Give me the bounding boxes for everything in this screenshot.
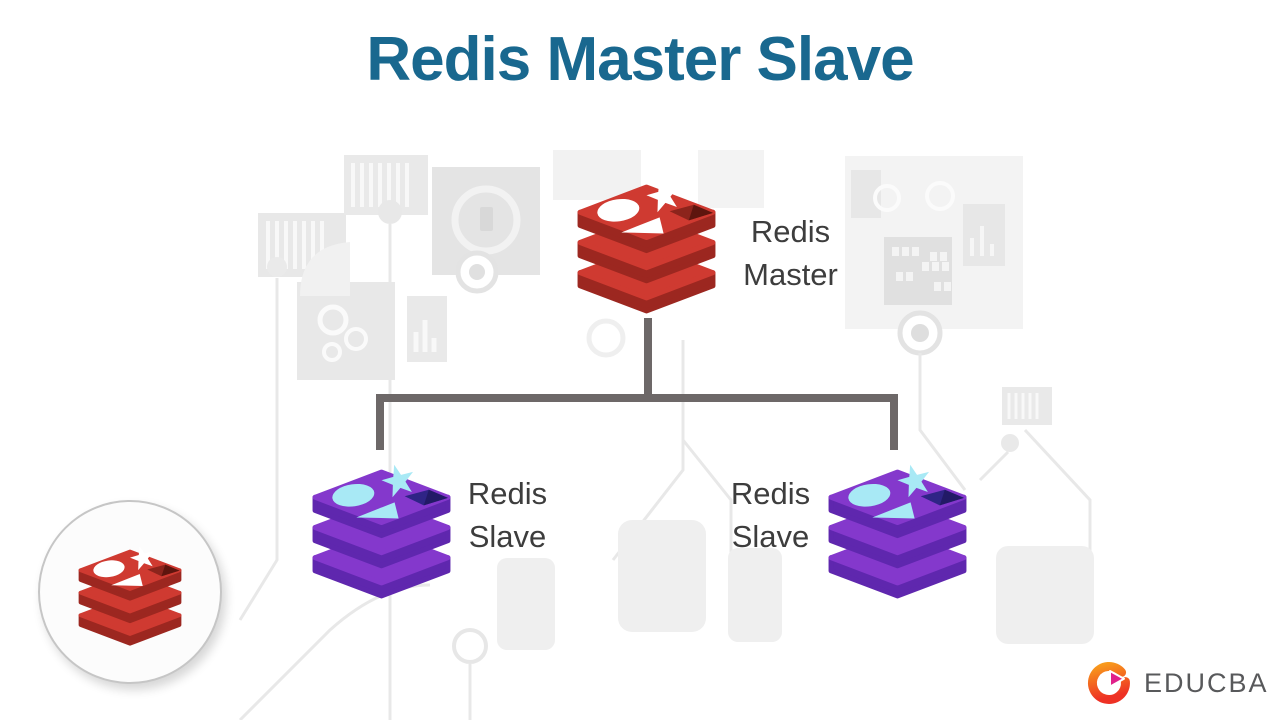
- redis-slave-left-label-line1: Redis: [467, 476, 548, 511]
- redis-master-label: Redis Master: [733, 210, 848, 296]
- connector-master-drop: [644, 318, 652, 402]
- redis-slave-left-label: Redis Slave: [450, 472, 565, 558]
- educba-wordmark: EDUCBA: [1144, 667, 1269, 698]
- educba-logo: EDUCBA: [1083, 657, 1269, 709]
- educba-icon: [1087, 662, 1130, 704]
- redis-slave-right-label-line1: Redis: [730, 476, 811, 511]
- redis-master-icon: [565, 165, 728, 318]
- connector-left-drop: [376, 394, 384, 450]
- connector-right-drop: [890, 394, 898, 450]
- redis-master-label-line2: Master: [743, 257, 838, 292]
- connector-horizontal: [376, 394, 898, 402]
- redis-slave-right-label-line2: Slave: [731, 519, 810, 554]
- redis-slave-right-icon: [816, 450, 979, 603]
- redis-logo-badge: [38, 500, 222, 684]
- redis-slave-left-icon: [300, 450, 463, 603]
- page-title: Redis Master Slave: [366, 25, 914, 94]
- redis-slave-right-label: Redis Slave: [713, 472, 828, 558]
- redis-slave-left-label-line2: Slave: [468, 519, 547, 554]
- redis-master-label-line1: Redis: [750, 214, 831, 249]
- redis-badge-icon: [70, 535, 190, 649]
